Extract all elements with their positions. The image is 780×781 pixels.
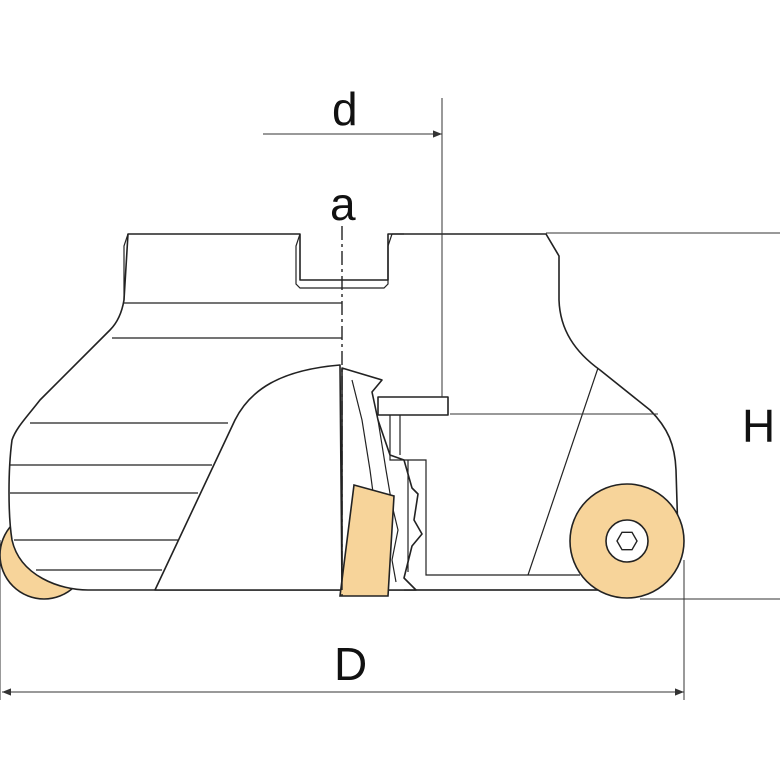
center-insert: [339, 483, 395, 597]
clamp-top: [377, 396, 449, 416]
label-H: H: [742, 400, 775, 452]
right-flank: [527, 367, 599, 576]
label-a: a: [330, 178, 356, 230]
pocket-detail: [351, 379, 399, 583]
label-d: d: [332, 83, 358, 135]
label-D: D: [334, 638, 367, 690]
top-chamfer-right: [392, 233, 559, 255]
chip-gullet: [154, 364, 343, 591]
clamp-body: [389, 415, 580, 576]
hex-socket-icon: [616, 531, 638, 551]
